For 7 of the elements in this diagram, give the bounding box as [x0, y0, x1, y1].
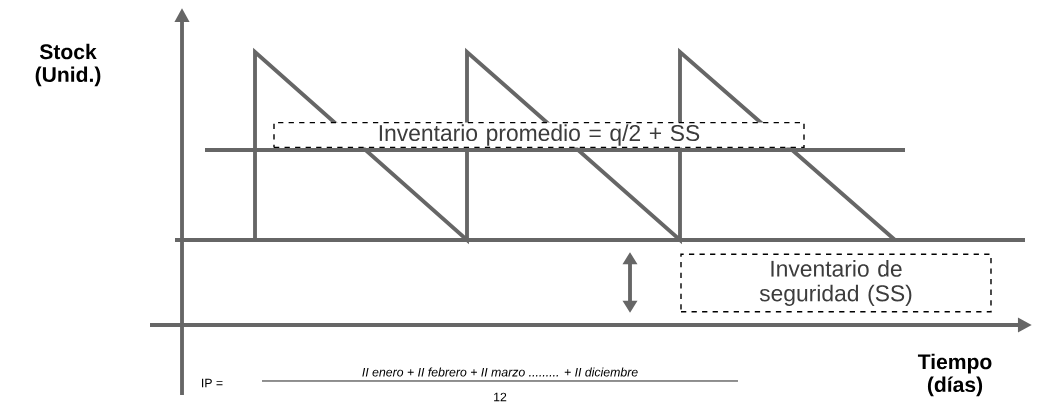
axis-label: Tiempo (días) [917, 353, 992, 397]
formula-text: II enero + II febrero + II marzo ......... + II diciembre [362, 367, 638, 377]
axis-label: Stock (Unid.) [35, 43, 101, 87]
dashed-text-box: Inventario promedio = q/2 + SS [273, 121, 805, 149]
formula-text: 12 [494, 392, 507, 402]
dashed-text-box: Inventario de seguridad (SS) [680, 253, 992, 313]
formula-text: IP = [202, 378, 223, 388]
